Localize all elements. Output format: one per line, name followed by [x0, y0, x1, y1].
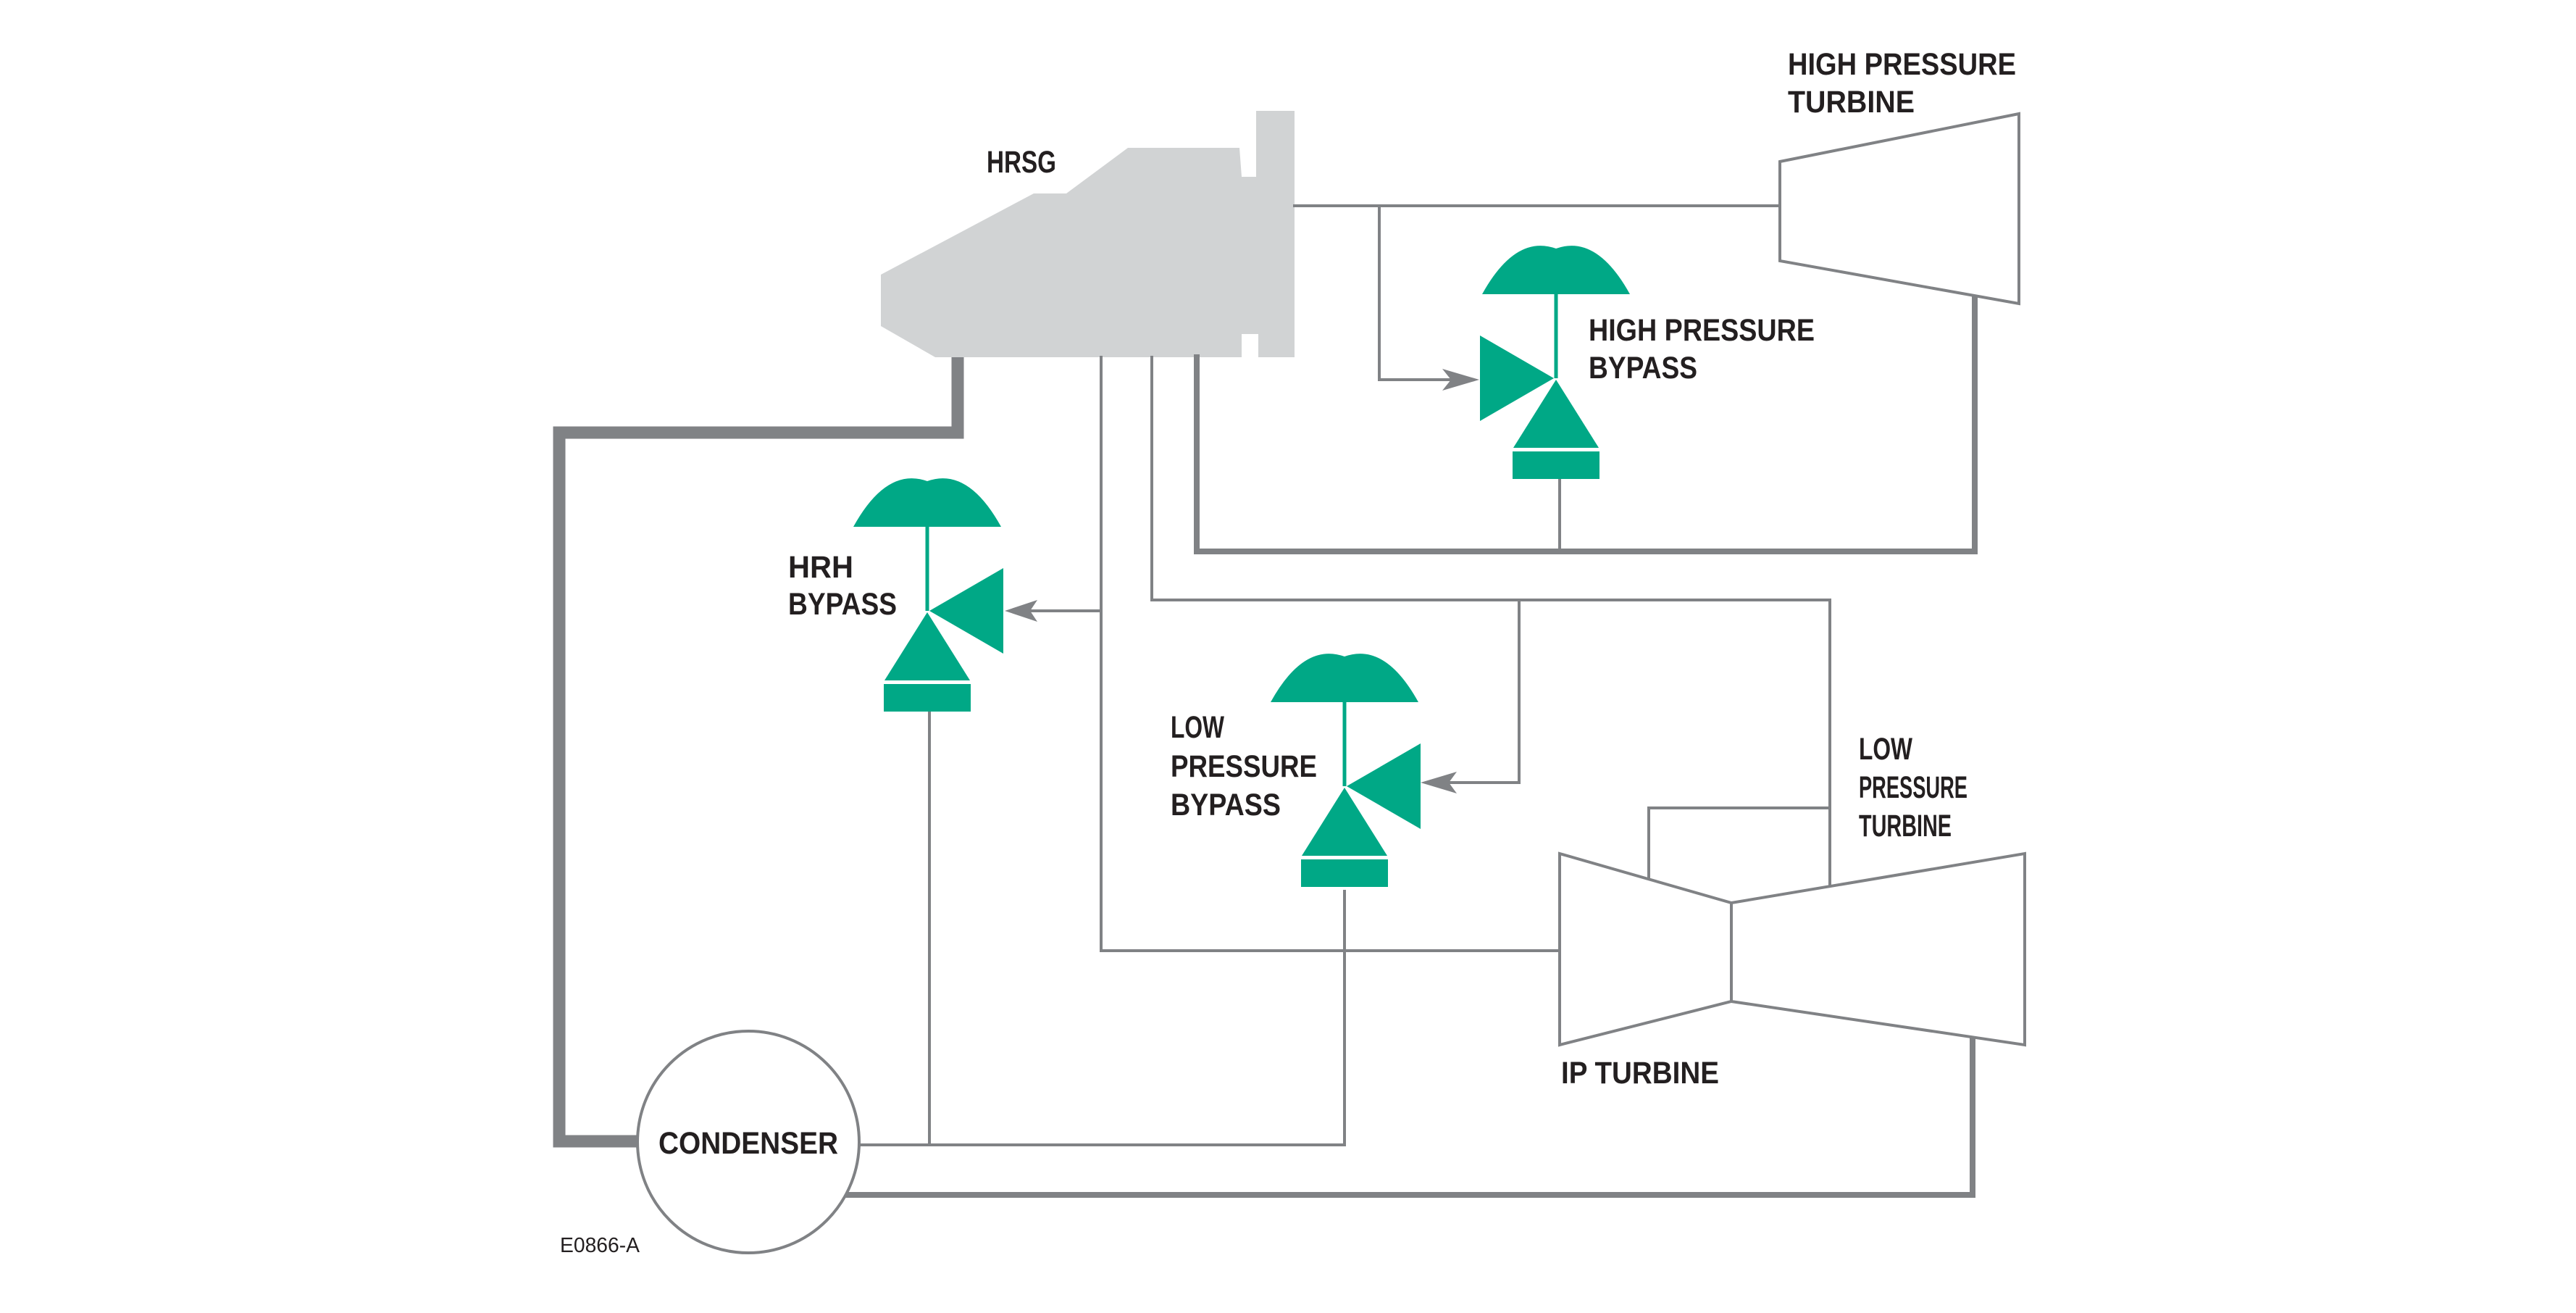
valve-actuator-dome-icon	[853, 478, 1001, 527]
hrh-bypass-valve	[853, 478, 1003, 712]
lp-steam-pipe	[1150, 356, 1831, 954]
hp-turbine-label-line2: TURBINE	[1788, 85, 1915, 120]
hp-bypass-flow-arrow-icon	[1442, 369, 1479, 391]
lp-turbine-body	[1730, 851, 2026, 1047]
lp-turbine-label-line3: TURBINE	[1859, 809, 1952, 843]
cold-reheat-pipe	[1194, 294, 1978, 554]
hrh-bypass-label-line1: HRH	[788, 550, 853, 585]
hrsg: HRSG	[881, 111, 1295, 357]
valve-body-triangle	[1302, 788, 1387, 856]
lp-bypass-outlet-pipe	[858, 890, 1346, 1146]
hrsg-label: HRSG	[987, 145, 1056, 180]
condensate-return-pipe	[553, 357, 964, 1148]
lp-bypass-inlet-pipe	[1440, 599, 1521, 784]
valve-stem	[1554, 294, 1558, 378]
valve-actuator-dome-icon	[1271, 654, 1418, 702]
hp-turbine-body	[1778, 112, 2020, 306]
valve-stem	[1342, 702, 1347, 786]
hp-bypass-valve	[1480, 246, 1630, 479]
valve-stem	[925, 527, 929, 611]
hp-bypass-label-line1: HIGH PRESSURE	[1589, 313, 1815, 348]
lp-bypass-flow-arrow-icon	[1421, 772, 1457, 793]
valve-inlet-triangle	[1347, 743, 1421, 829]
figure-id: E0866-A	[560, 1234, 640, 1257]
valve-outlet-box	[884, 684, 971, 712]
valve-outlet-box	[1301, 859, 1388, 887]
condenser: CONDENSER	[636, 1030, 861, 1254]
hrh-bypass-label-line2: BYPASS	[788, 587, 897, 622]
lp-bypass-label-line3: BYPASS	[1171, 788, 1281, 822]
hrh-bypass-flow-arrow-icon	[1005, 600, 1037, 622]
valve-actuator-dome-icon	[1482, 246, 1630, 294]
lp-bypass-label-line1: LOW	[1171, 710, 1224, 745]
piping	[553, 204, 1978, 1198]
hp-turbine: HIGH PRESSURE TURBINE	[1778, 47, 2020, 306]
lp-exhaust-pipe	[830, 1032, 1975, 1198]
hp-turbine-label-line1: HIGH PRESSURE	[1788, 47, 2016, 82]
ip-turbine-label: IP TURBINE	[1561, 1056, 1719, 1091]
lp-bypass-valve	[1271, 654, 1421, 887]
lp-turbine: LOW PRESSURE TURBINE	[1730, 732, 2026, 1047]
condenser-body	[636, 1030, 861, 1254]
valve-outlet-box	[1513, 451, 1599, 479]
valve-body-triangle	[885, 612, 970, 680]
lp-turbine-label-line1: LOW	[1859, 732, 1912, 767]
valve-inlet-triangle	[1480, 335, 1554, 421]
ip-turbine: IP TURBINE	[1558, 851, 1733, 1091]
lp-bypass-label-line2: PRESSURE	[1171, 749, 1317, 784]
crossover-pipe	[1647, 806, 1831, 880]
hp-bypass-label-line2: BYPASS	[1589, 351, 1697, 385]
valve-body-triangle	[1513, 380, 1599, 448]
hrsg-body	[881, 111, 1295, 357]
condenser-label: CONDENSER	[658, 1126, 838, 1161]
hp-bypass-inlet-pipe	[1378, 204, 1458, 381]
valve-inlet-triangle	[929, 568, 1003, 654]
hot-reheat-pipe	[1100, 356, 1561, 952]
lp-turbine-label-line2: PRESSURE	[1859, 770, 1967, 805]
ip-turbine-body	[1558, 851, 1733, 1047]
